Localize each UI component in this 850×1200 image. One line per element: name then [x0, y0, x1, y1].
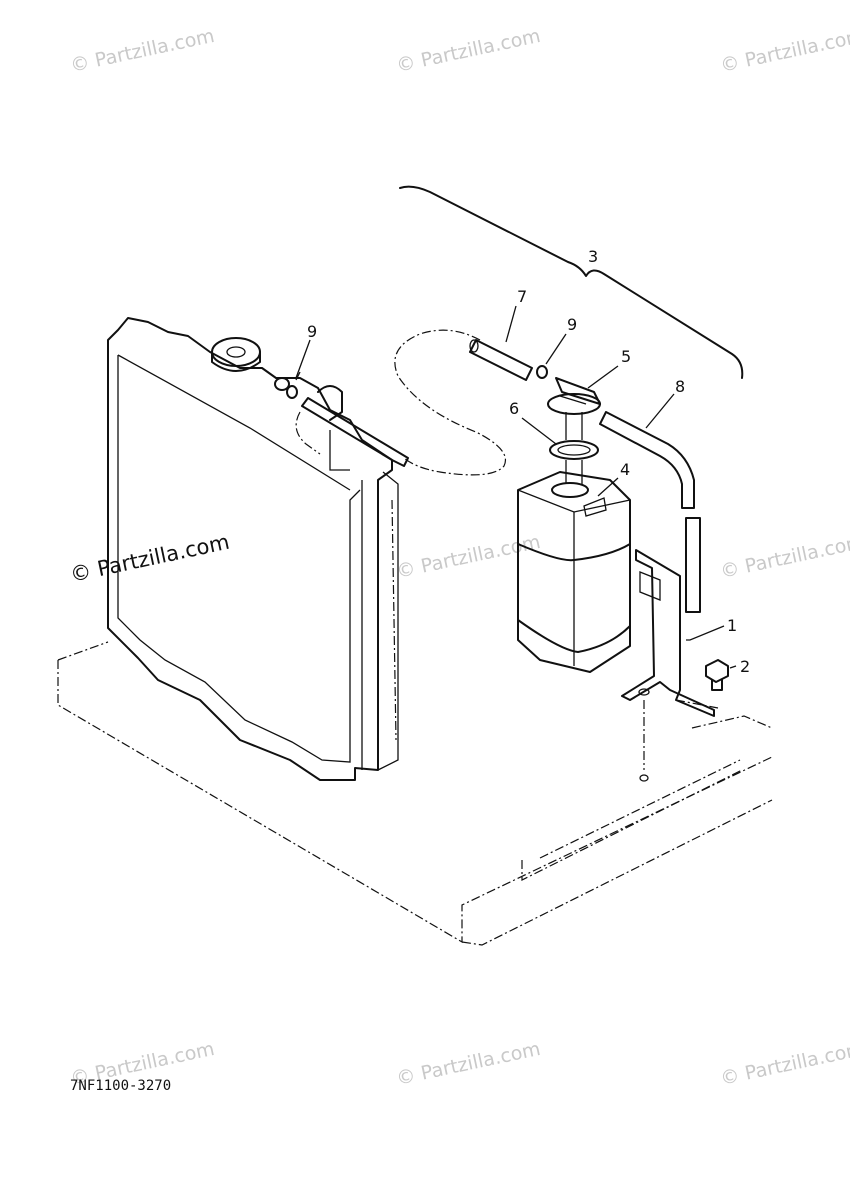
- callout-5: 5: [621, 347, 631, 366]
- watermark: © Partzilla.com: [394, 1038, 542, 1090]
- reservoir-tank: [517, 471, 631, 673]
- watermark-dark: © Partzilla.com: [68, 530, 232, 587]
- hose-routing-line: [394, 329, 506, 476]
- callouts: 3 7 9 9 5 6 8 4 1 2: [307, 247, 750, 676]
- callout-9-right: 9: [567, 315, 577, 334]
- watermark: © Partzilla.com: [718, 1038, 850, 1090]
- radiator-cap: [211, 337, 261, 372]
- bolt: [705, 659, 729, 691]
- watermark: © Partzilla.com: [718, 25, 850, 77]
- assembly-bracket: [399, 185, 744, 379]
- tank-bracket: [621, 549, 715, 782]
- callout-7: 7: [517, 287, 527, 306]
- breather-hose: [599, 411, 701, 613]
- hose-clip-left: [286, 371, 301, 399]
- callout-1: 1: [727, 616, 737, 635]
- drawing-code: 7NF1100-3270: [70, 1078, 171, 1094]
- filler-neck: [274, 377, 409, 471]
- callout-3: 3: [588, 247, 598, 266]
- watermark: © Partzilla.com: [394, 25, 542, 77]
- watermark: © Partzilla.com: [718, 531, 850, 583]
- overflow-hose: [469, 339, 533, 381]
- watermark: © Partzilla.com: [68, 25, 216, 77]
- watermark: © Partzilla.com: [394, 531, 542, 583]
- hose-clip-right: [536, 365, 548, 379]
- callout-8: 8: [675, 377, 685, 396]
- watermark-layer: © Partzilla.com © Partzilla.com © Partzi…: [68, 25, 850, 1090]
- radiator: [107, 317, 399, 781]
- tank-cap: [547, 377, 601, 415]
- callout-6: 6: [509, 399, 519, 418]
- chassis-floor: [57, 641, 773, 946]
- leader-lines: [295, 305, 737, 669]
- callout-9-left: 9: [307, 322, 317, 341]
- callout-2: 2: [740, 657, 750, 676]
- callout-4: 4: [620, 460, 630, 479]
